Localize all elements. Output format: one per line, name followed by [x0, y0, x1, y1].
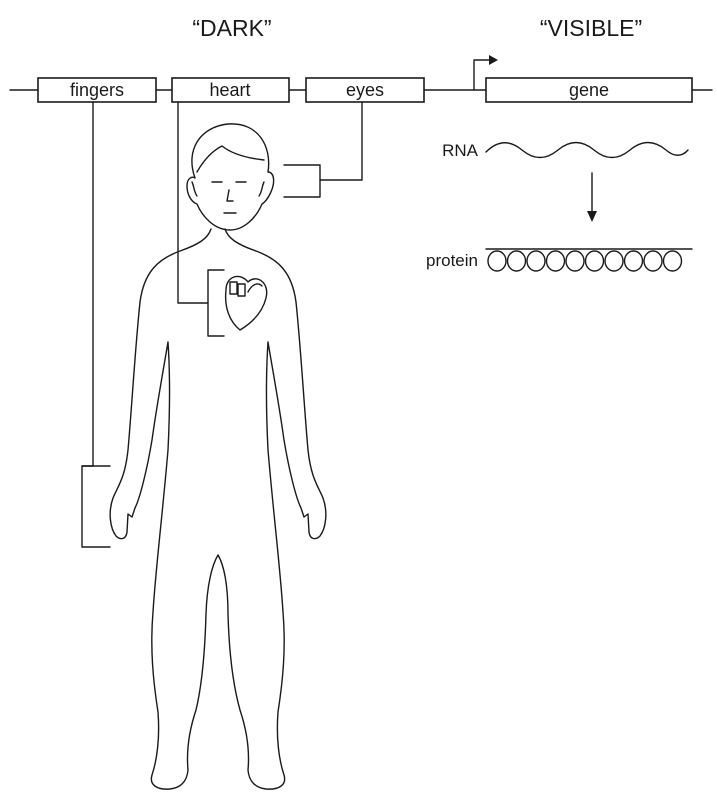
- fingers-label: fingers: [70, 80, 124, 100]
- translation-arrow: [587, 173, 597, 222]
- heart-region: heart: [172, 78, 289, 102]
- protein-helix: [486, 249, 692, 271]
- eyes-label: eyes: [346, 80, 384, 100]
- protein-coil: [586, 251, 604, 271]
- protein-coil: [547, 251, 565, 271]
- protein-coil: [488, 251, 506, 271]
- eyes-region: eyes: [306, 78, 424, 102]
- gene-label: gene: [569, 80, 609, 100]
- body-outline: [110, 229, 326, 789]
- protein-coil: [644, 251, 662, 271]
- protein-coil: [527, 251, 545, 271]
- protein-coil: [625, 251, 643, 271]
- fingers-region: fingers: [38, 78, 156, 102]
- gene-region: gene: [486, 78, 692, 102]
- eyes-connector: [284, 102, 362, 197]
- heart-label: heart: [209, 80, 250, 100]
- rna-wave: [486, 143, 688, 158]
- dark-heading: “DARK”: [192, 15, 271, 41]
- protein-coil: [605, 251, 623, 271]
- head-outline: [187, 124, 274, 230]
- protein-coil: [508, 251, 526, 271]
- fingers-connector: [82, 102, 110, 547]
- rna-label: RNA: [442, 141, 479, 160]
- visible-heading: “VISIBLE”: [540, 15, 642, 41]
- protein-label: protein: [426, 251, 478, 270]
- protein-coil: [566, 251, 584, 271]
- protein-coil: [664, 251, 682, 271]
- heart-icon: [226, 276, 267, 330]
- human-figure: [110, 124, 326, 789]
